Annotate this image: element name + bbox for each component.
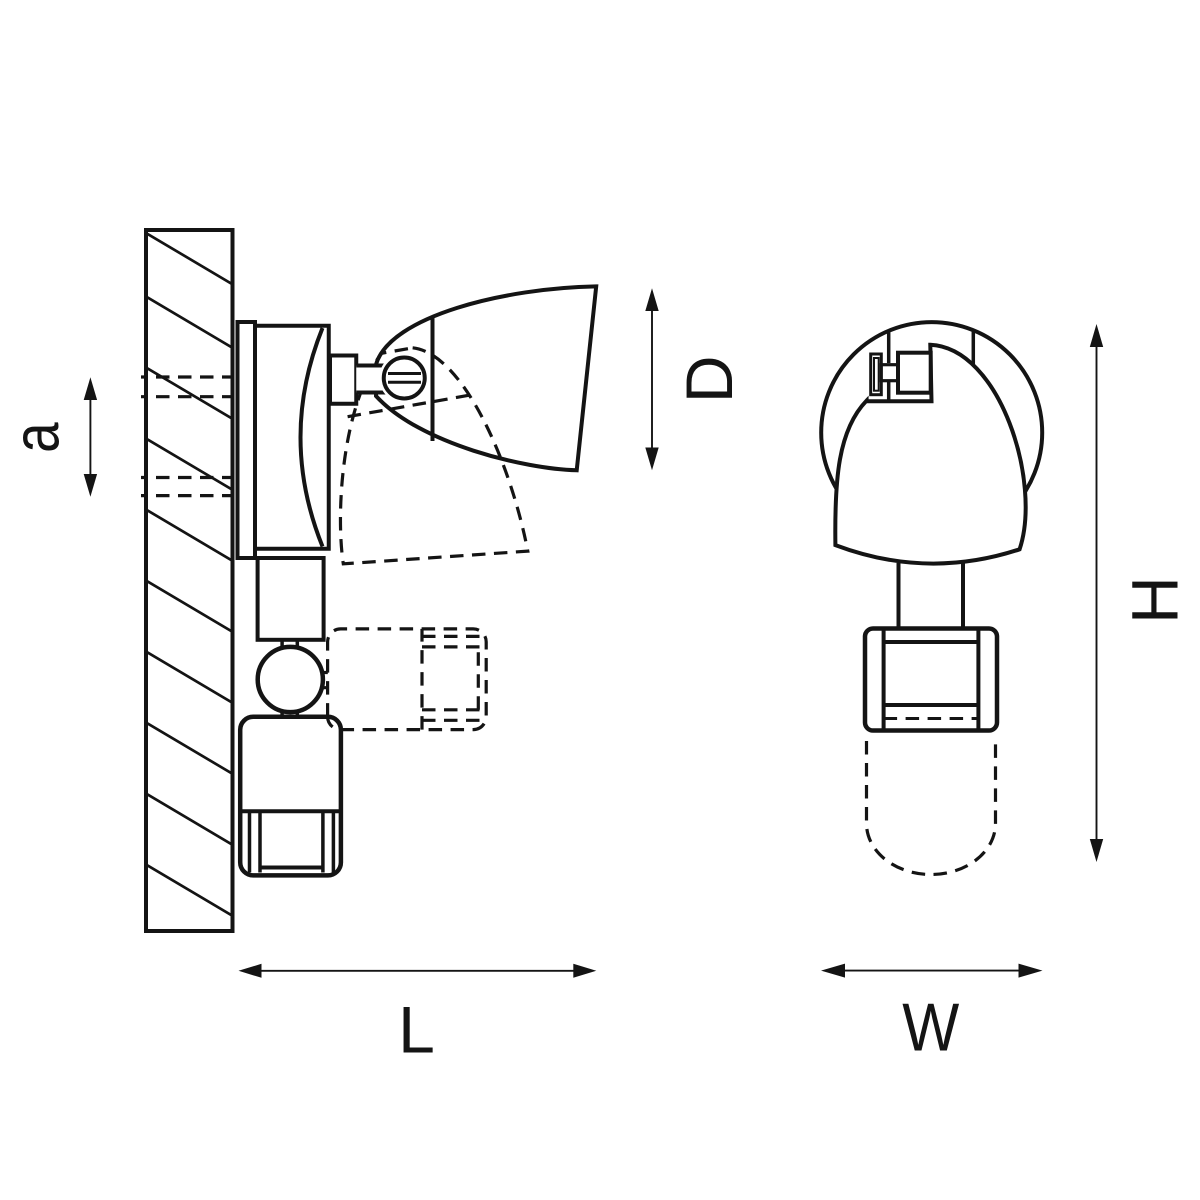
svg-text:H: H bbox=[1118, 576, 1192, 624]
svg-text:a: a bbox=[0, 422, 73, 453]
svg-text:D: D bbox=[672, 355, 746, 403]
svg-text:L: L bbox=[398, 993, 435, 1067]
svg-text:W: W bbox=[902, 990, 959, 1066]
